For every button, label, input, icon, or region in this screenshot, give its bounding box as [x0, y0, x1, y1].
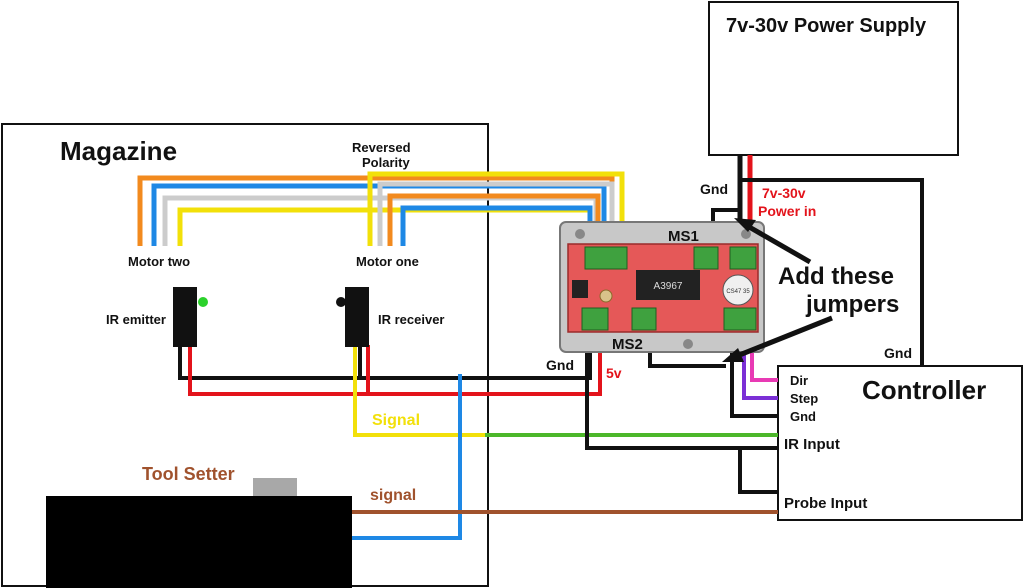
tool-setter-body — [46, 496, 352, 588]
trimmer-pot — [599, 289, 613, 303]
power-in-label-2: Power in — [758, 203, 816, 219]
ir-emitter-body — [173, 287, 197, 347]
motor-two-label: Motor two — [128, 254, 190, 269]
controller-title: Controller — [862, 375, 986, 405]
ms1-label: MS1 — [668, 228, 699, 245]
gnd-to-ir-input-wire — [585, 330, 778, 450]
emitter-black-wire — [178, 330, 592, 380]
driver-chip — [636, 270, 700, 300]
gnd-top-label: Gnd — [700, 181, 728, 197]
ms2-label: MS2 — [612, 336, 643, 353]
mount-hole — [741, 229, 751, 239]
terminal-block — [584, 246, 628, 270]
power-supply-title: 7v-30v Power Supply — [726, 15, 927, 37]
chip-label: A3967 — [654, 281, 683, 292]
stepper-driver-board: A3967 CS47 35 — [559, 221, 765, 353]
pin-step: Step — [790, 391, 818, 406]
terminal-block — [729, 246, 757, 270]
ir-emitter — [173, 287, 208, 347]
pin-ir-input: IR Input — [784, 436, 840, 453]
controller-box — [777, 365, 1023, 521]
add-jumpers-label-2: jumpers — [805, 291, 899, 318]
psu-gnd-to-controller — [740, 178, 924, 366]
voltage-regulator — [572, 280, 588, 298]
ir-receiver-body — [345, 287, 369, 347]
pin-dir: Dir — [790, 373, 808, 388]
probe-gnd-loop — [738, 446, 778, 494]
capacitor — [722, 274, 754, 306]
power-supply-box — [708, 1, 959, 156]
pin-gnd: Gnd — [790, 409, 816, 424]
wire-white-2 — [377, 181, 615, 250]
ir-emitter-led-icon — [198, 297, 208, 307]
ir-receiver-eye-icon — [336, 297, 346, 307]
capacitor-label: CS47 35 — [726, 289, 750, 295]
jumper-arrowhead-ms2 — [722, 348, 744, 362]
terminal-block — [631, 307, 657, 331]
mount-hole — [575, 229, 585, 239]
jumper-arrow-ms1 — [742, 221, 812, 265]
five-v-label: 5v — [606, 365, 622, 381]
signal-yellow-wire — [353, 345, 485, 437]
mount-hole — [683, 339, 693, 349]
gnd-left-label: Gnd — [546, 357, 574, 373]
ir-receiver-label: IR receiver — [378, 312, 445, 327]
reversed-polarity-label-2: Polarity — [362, 155, 410, 170]
tool-setter-blue-wire — [340, 374, 462, 540]
terminal-block — [723, 307, 757, 331]
tool-setter-button — [253, 478, 297, 498]
tool-setter-label: Tool Setter — [142, 464, 235, 484]
ir-emitter-label: IR emitter — [106, 312, 166, 327]
probe-signal-label: signal — [370, 487, 416, 504]
add-jumpers-label: Add these — [778, 263, 894, 290]
gnd-right-label: Gnd — [884, 345, 912, 361]
jumper-arrowhead-ms1 — [734, 218, 756, 232]
power-in-label: 7v-30v — [762, 185, 806, 201]
ir-receiver — [336, 287, 369, 347]
emitter-red-wire — [188, 330, 602, 396]
terminal-block — [581, 307, 609, 331]
terminal-block — [693, 246, 719, 270]
jumper-arrow-ms2 — [731, 315, 833, 361]
pin-probe-input: Probe Input — [784, 495, 867, 512]
signal-label: Signal — [372, 412, 420, 429]
motor-one-label: Motor one — [356, 254, 419, 269]
magazine-title: Magazine — [60, 136, 177, 166]
reversed-polarity-label: Reversed — [352, 140, 411, 155]
wire-yellow-2 — [367, 171, 625, 250]
